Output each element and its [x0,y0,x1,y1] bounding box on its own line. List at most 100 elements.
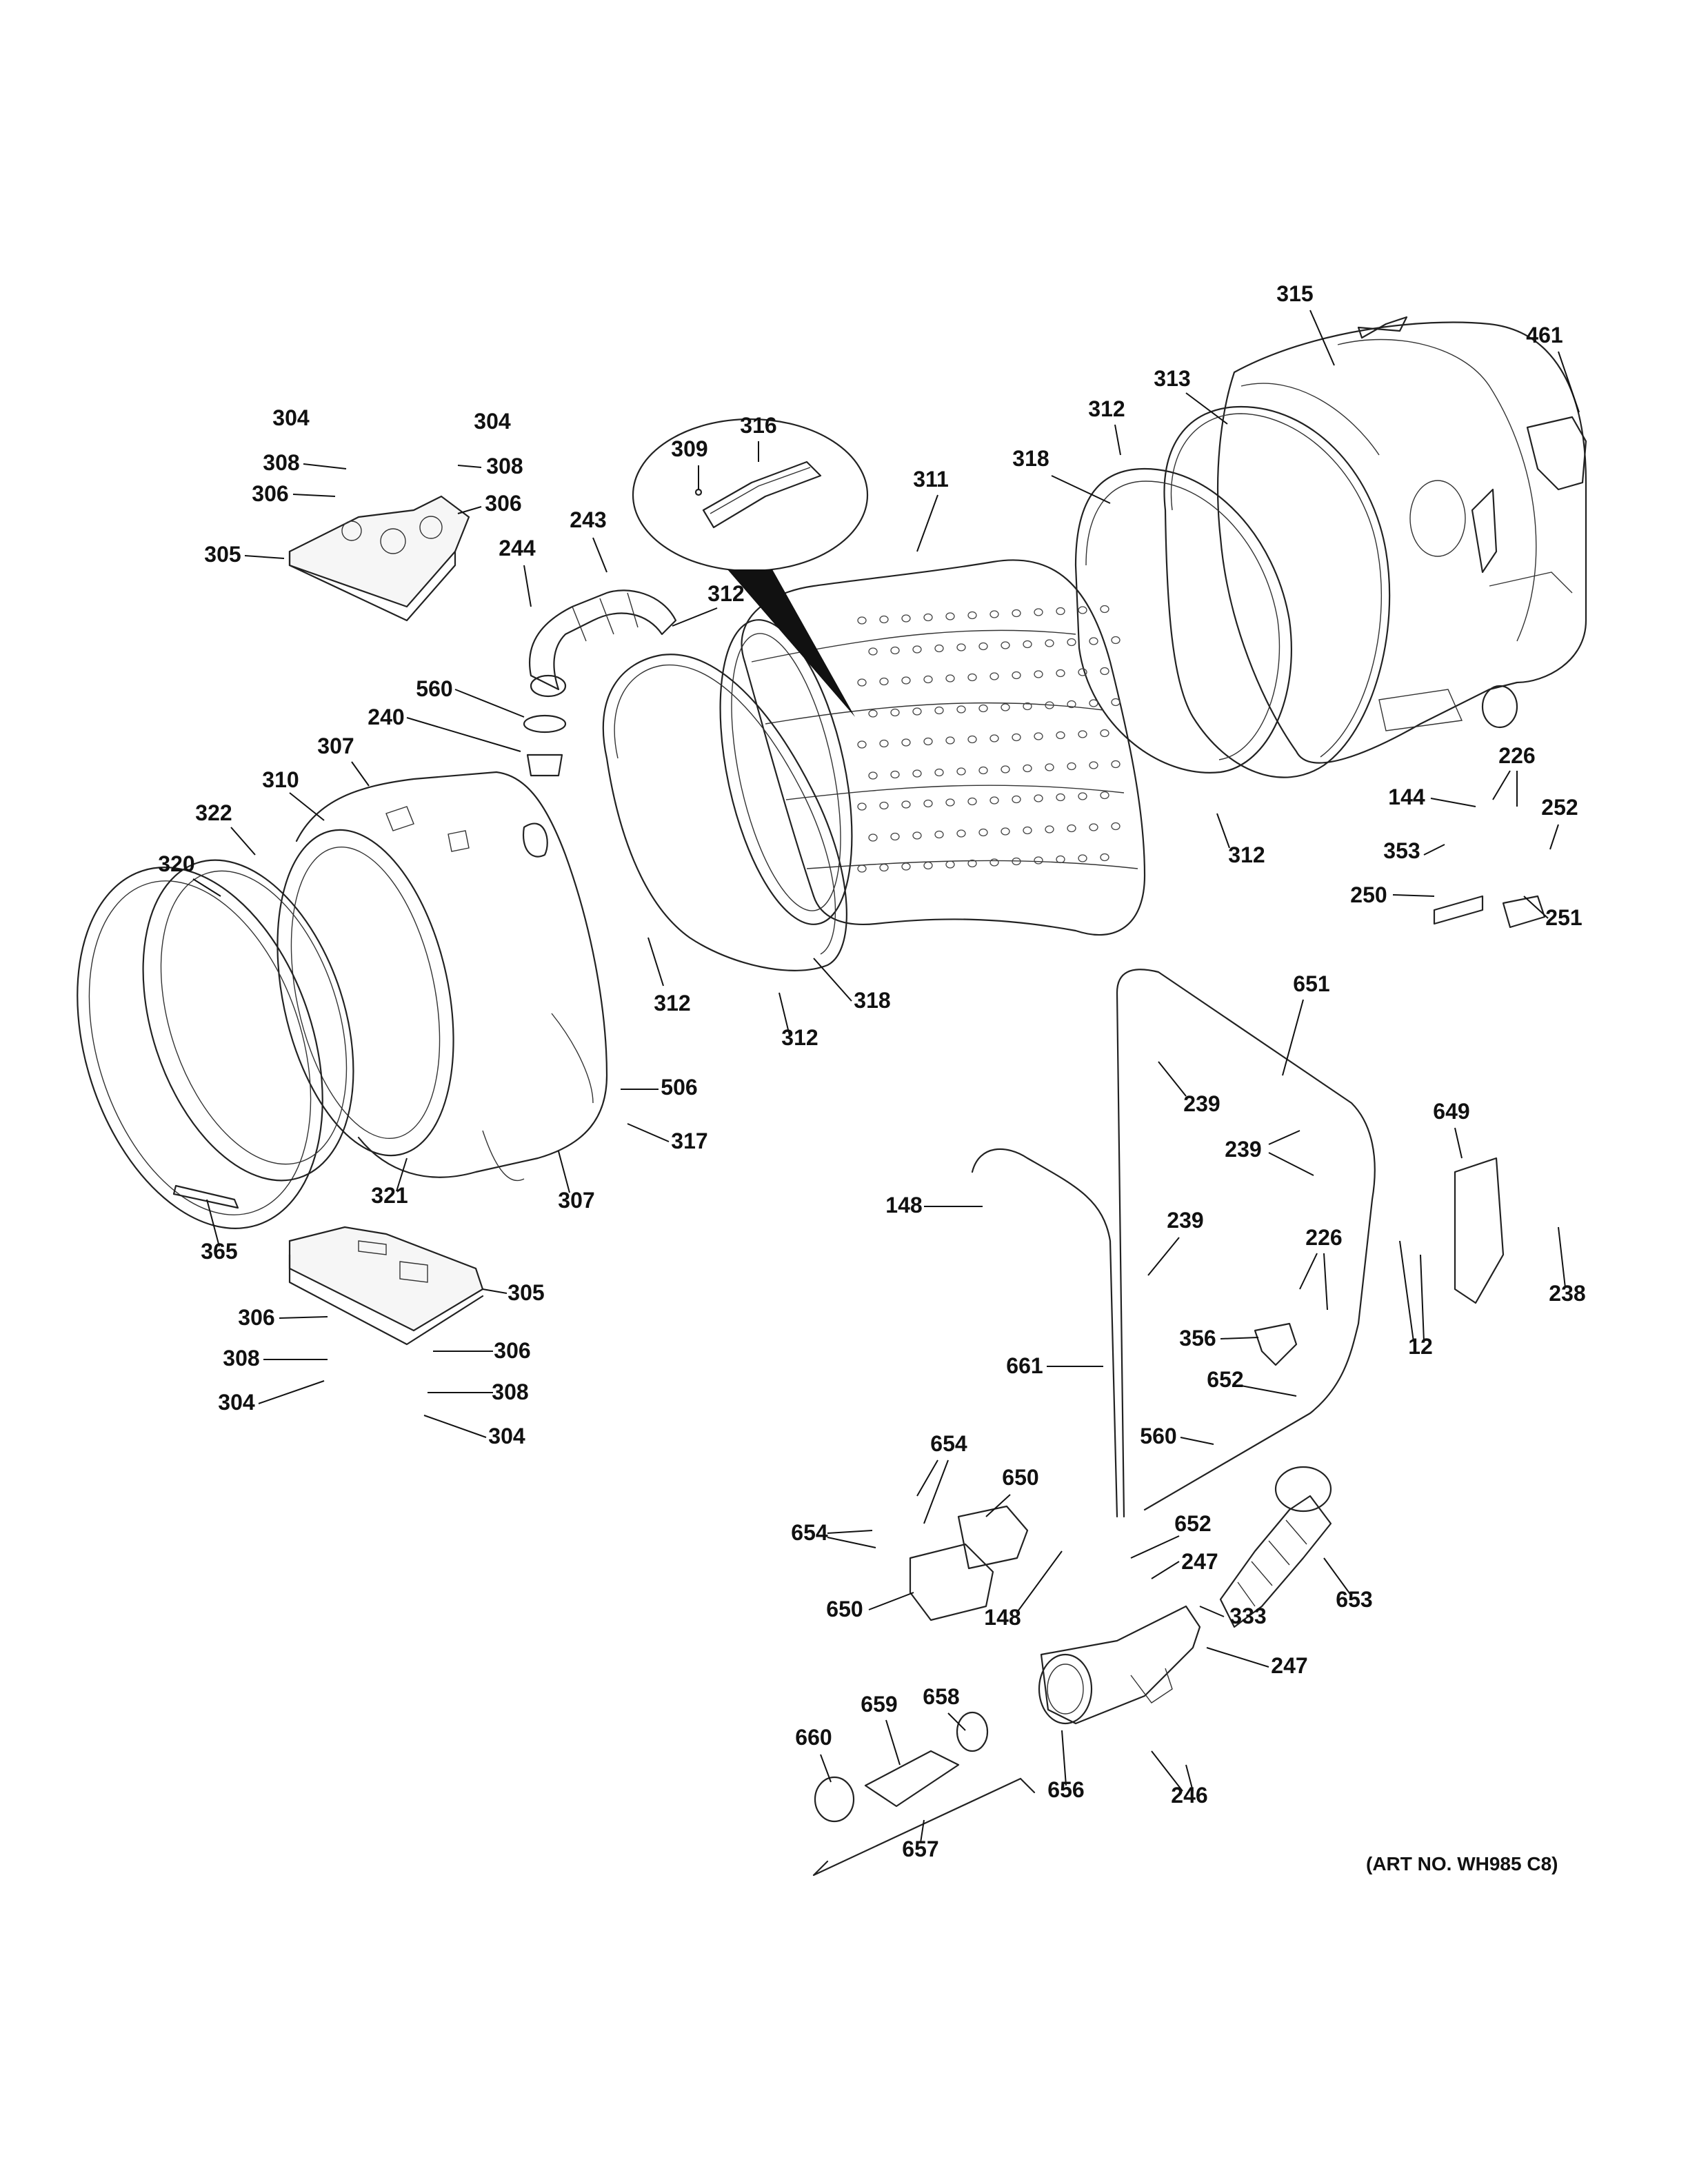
part-callout: 654 [930,1431,967,1456]
top-counterweight [288,495,470,622]
pump-filter [812,1711,1036,1877]
part-callout: 306 [252,481,288,506]
part-callout: 318 [854,988,890,1013]
part-callout: 304 [474,409,511,434]
basket-hole [1012,671,1021,680]
basket-hole [923,675,933,684]
leader-line [1268,1130,1300,1145]
leader-line [1199,1606,1225,1617]
leader-line [1051,475,1111,504]
part-callout: 318 [1012,446,1049,471]
drain-pump-housing [1038,1605,1201,1725]
part-callout: 312 [1088,396,1125,421]
basket-hole [1078,606,1087,614]
leader-line [206,1199,220,1247]
rear-tub-seal [1163,383,1391,778]
basket-hole [1100,667,1109,676]
basket-hole [967,859,977,868]
part-callout: 306 [238,1305,274,1330]
leader-line [244,555,285,559]
basket-hole [1100,605,1109,614]
leader-line [1392,894,1435,897]
leader-line [868,1592,914,1610]
basket-hole [1067,638,1076,647]
basket-hole [989,610,999,618]
leader-line [592,537,607,573]
leader-line [1454,1127,1463,1159]
basket-hole [945,674,955,682]
basket-hole [890,770,900,779]
basket-hole [1023,640,1032,649]
leader-line [1220,1337,1259,1339]
basket-hole [1100,791,1109,800]
basket-hole [956,829,966,838]
basket-hole [857,802,867,811]
basket-hole [1056,607,1065,616]
basket-hole [978,828,988,837]
leader-line [1185,392,1228,425]
leader-line [423,1415,487,1438]
leader-line [1268,1152,1314,1176]
basket-hole [956,705,966,714]
leader-line [827,1530,873,1534]
basket-hole [967,797,977,806]
part-callout: 308 [263,450,299,475]
leader-line [1430,798,1476,807]
leader-line [1147,1237,1180,1276]
basket-hole [1012,609,1021,618]
basket-hole [1100,729,1109,738]
leader-line [1151,1750,1183,1792]
basket-hole [1001,641,1010,649]
leader-line [1420,1254,1425,1342]
basket-hole [1089,699,1098,707]
basket-hole [879,677,889,686]
part-callout: 657 [902,1837,938,1861]
basket-hole [912,707,922,716]
leader-line [292,494,336,497]
basket-hole [879,739,889,748]
part-callout: 311 [913,467,949,492]
leader-line [627,1123,670,1142]
part-callout: 461 [1526,323,1563,347]
part-callout: 333 [1229,1604,1266,1628]
wash-basket [719,559,1146,936]
part-callout: 239 [1183,1091,1220,1116]
leader-line [1216,813,1230,849]
part-callout: 309 [671,436,707,461]
part-callout: 239 [1167,1208,1203,1233]
part-callout: 306 [485,491,521,516]
leader-line [1549,824,1559,850]
leader-line [778,992,790,1036]
part-callout: 312 [1228,842,1265,867]
leader-line [885,1719,901,1766]
part-callout: 317 [671,1129,707,1153]
part-callout: 244 [499,536,536,560]
basket-hole [1034,670,1043,678]
basket-hole [1111,698,1121,707]
basket-hole [978,704,988,713]
part-callout: 307 [558,1188,594,1213]
inlet-valves [909,1505,1029,1621]
rear-balance-ring [1074,467,1292,774]
basket-hole [1001,765,1010,774]
part-callout: 239 [1225,1137,1261,1162]
basket-hole [1034,732,1043,740]
part-callout: 322 [195,800,232,825]
basket-hole [868,833,878,842]
part-callout: 252 [1541,795,1578,820]
basket-hole [923,861,933,870]
basket-hole [1056,731,1065,740]
basket-hole [868,647,878,656]
part-callout: 226 [1305,1225,1342,1250]
basket-hole [945,798,955,807]
basket-hole [1056,855,1065,864]
part-callout: 247 [1271,1653,1307,1678]
part-callout: 320 [158,851,194,876]
part-callout: 365 [201,1239,237,1264]
part-callout: 661 [1006,1353,1043,1378]
basket-hole [989,734,999,742]
basket-hole [1056,669,1065,678]
basket-hole [1111,760,1121,769]
basket-hole [989,858,999,867]
basket-hole [879,615,889,624]
